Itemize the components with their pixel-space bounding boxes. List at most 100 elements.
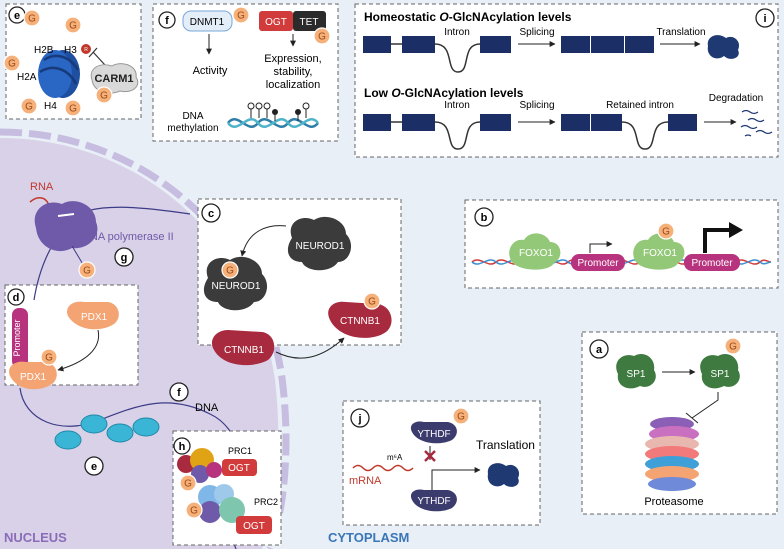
svg-text:CARM1: CARM1 (94, 73, 133, 85)
activity-label: Activity (193, 65, 228, 77)
promoter-d: Promoter (12, 308, 28, 368)
rna-polymerase-ii (34, 201, 98, 252)
svg-text:e: e (91, 461, 97, 473)
o-glcnac-symbol: G (45, 353, 53, 364)
mrna-label: mRNA (349, 475, 382, 487)
rna-label: RNA (30, 181, 54, 193)
neurod1-arrow (240, 225, 287, 257)
expression-label-2: stability, (274, 66, 313, 78)
svg-text:FOXO1: FOXO1 (519, 248, 553, 259)
carm1-inhibition-line (88, 47, 106, 66)
ogt-prc2: OGT (236, 516, 272, 534)
o-glcnac-symbol: G (8, 59, 16, 70)
panel-f-badge: f (158, 11, 176, 29)
histone-h4-label: H4 (44, 101, 57, 112)
methylation-label-2: methylation (167, 123, 218, 134)
o-glcnac-symbol: G (368, 297, 376, 308)
o-glcnac-symbol: G (662, 227, 670, 238)
o-glcnac-marker-c: G (363, 292, 381, 310)
translation-label-j: Translation (476, 438, 535, 452)
panel-a-badge: a (589, 339, 609, 359)
ogt-prc1: OGT (222, 459, 257, 476)
pdx1-protein-modified: PDX1 (9, 361, 57, 390)
polymerase-to-g-link (71, 245, 85, 267)
svg-text:Promoter: Promoter (691, 258, 733, 269)
promoter-b-right: Promoter (684, 254, 740, 271)
strong-transcription-arrow (703, 228, 731, 253)
pre-mrna-low (363, 114, 511, 150)
dna-helix-icon (227, 102, 319, 128)
splicing-label-low: Splicing (519, 100, 554, 111)
mrna-wave (352, 464, 414, 472)
proteasome-label: Proteasome (644, 496, 703, 508)
pdx1-arrow (57, 329, 100, 372)
o-glcnac-symbol: G (457, 412, 465, 423)
svg-text:OGT: OGT (228, 463, 250, 474)
intron-label-low: Intron (444, 100, 470, 111)
ctnnb1-protein-modified: CTNNB1 (328, 301, 392, 338)
prc2-label: PRC2 (254, 497, 278, 507)
ctnnb1-arrow (275, 337, 345, 359)
dna-label: DNA (195, 402, 219, 414)
neurod1-protein-unmodified: NEUROD1 (287, 216, 352, 271)
sp1-protein-modified: SP1 (700, 353, 740, 389)
ogt-tet-complex: OGT TET (259, 11, 326, 31)
o-glcnac-symbol: G (69, 21, 77, 32)
svg-text:NEUROD1: NEUROD1 (212, 281, 261, 292)
blocked-x-icon (424, 450, 436, 462)
sp1-protein-unmodified: SP1 (616, 353, 656, 389)
o-glcnac-marker-b: G (657, 222, 675, 240)
o-glcnac-symbol: G (184, 479, 192, 490)
promoter-b-left: Promoter (571, 254, 625, 271)
svg-text:R: R (84, 47, 88, 53)
rna-polymerase-label: RNA polymerase II (82, 231, 174, 243)
svg-text:YTHDF: YTHDF (417, 496, 450, 507)
svg-text:YTHDF: YTHDF (417, 429, 450, 440)
svg-text:e: e (14, 10, 20, 22)
foxo1-protein-left: FOXO1 (509, 233, 561, 270)
o-glcnac-marker-e: G (64, 99, 82, 117)
neurod1-protein-modified: NEUROD1 (203, 256, 268, 311)
panel-d-badge: d (7, 288, 25, 306)
translation-label-i: Translation (656, 27, 705, 38)
svg-text:c: c (208, 208, 214, 220)
o-glcnac-symbol: G (237, 11, 245, 22)
svg-text:PDX1: PDX1 (81, 312, 108, 323)
degraded-rna-icon (740, 109, 773, 137)
svg-text:OGT: OGT (265, 17, 287, 28)
svg-text:NEUROD1: NEUROD1 (296, 241, 345, 252)
histone-h2a-label: H2A (17, 72, 37, 83)
m6a-label: m⁶A (387, 453, 403, 462)
panel-e-badge: e (8, 6, 26, 24)
svg-text:h: h (179, 441, 186, 453)
ythdf-translation-arrow (431, 467, 481, 498)
svg-text:d: d (13, 292, 20, 304)
o-glcnac-marker-g: G (78, 261, 96, 279)
svg-text:g: g (121, 252, 128, 264)
expression-label-1: Expression, (264, 53, 321, 65)
svg-text:SP1: SP1 (627, 369, 646, 380)
svg-text:SP1: SP1 (711, 369, 730, 380)
o-glcnac-marker-e: G (20, 97, 38, 115)
ythdf-protein-bottom: YTHDF (410, 489, 457, 512)
o-glcnac-marker-a: G (724, 337, 742, 355)
o-glcnac-symbol: G (28, 14, 36, 25)
o-glcnac-marker-j: G (452, 407, 470, 425)
low-title: Low O-GlcNAcylation levels (364, 86, 524, 100)
svg-text:j: j (357, 413, 361, 425)
nucleus-label: NUCLEUS (4, 530, 67, 545)
svg-text:f: f (165, 15, 169, 27)
nucleosome-icon (38, 50, 80, 98)
mature-mrna (561, 36, 654, 53)
svg-text:i: i (763, 13, 766, 25)
svg-text:a: a (596, 344, 603, 356)
panel-b-box (464, 199, 779, 289)
o-glcnac-symbol: G (100, 91, 108, 102)
o-glcnac-marker-h: G (179, 474, 197, 492)
panel-i-badge: i (755, 8, 775, 28)
panel-g-badge: g (114, 247, 134, 267)
o-glcnac-symbol: G (226, 266, 234, 277)
pdx1-protein-unmodified: PDX1 (67, 301, 119, 330)
